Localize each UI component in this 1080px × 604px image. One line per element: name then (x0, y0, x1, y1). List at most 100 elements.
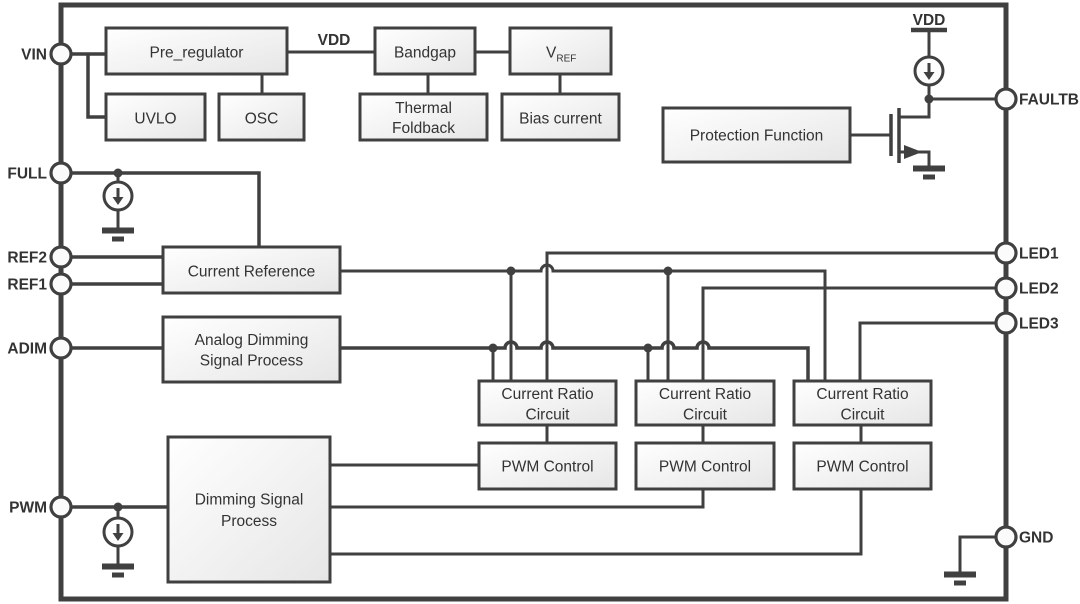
pin-label: FULL (7, 166, 47, 183)
pin-led2: LED2 (994, 276, 1059, 300)
block-label: Circuit (526, 407, 571, 424)
block-label: Foldback (392, 120, 455, 137)
block-label: Current Reference (188, 264, 316, 281)
vdd-wire-label: VDD (318, 32, 351, 49)
mosfet-arrow (904, 145, 922, 159)
block-label: PWM Control (816, 459, 908, 476)
pin-led1: LED1 (994, 241, 1059, 265)
pin-label: PWM (9, 500, 47, 517)
pin-label: VIN (21, 47, 47, 64)
block-current-ratio-2: Current Ratio Circuit (634, 379, 776, 427)
block-dimming-signal-process: Dimming Signal Process (166, 435, 332, 584)
block-label: Signal Process (200, 353, 304, 370)
block-label: VREF (546, 45, 576, 65)
pin-label: LED1 (1019, 246, 1059, 263)
wire-led1 (545, 251, 998, 383)
block-bias-current: Bias current (500, 92, 621, 142)
pin-circle (994, 241, 1018, 265)
pin-label: LED2 (1019, 281, 1059, 298)
junction-dot (113, 502, 123, 512)
junction-dot (113, 168, 123, 178)
junction-dots (113, 94, 934, 512)
block-label: Analog Dimming (195, 332, 309, 349)
ground-icon (944, 575, 976, 584)
wire-led2 (701, 286, 998, 383)
pin-label: FAULTB (1019, 92, 1079, 109)
wire-gnd-pin (958, 535, 998, 574)
block-pwm-control-2: PWM Control (634, 441, 776, 491)
pin-label: LED3 (1019, 316, 1059, 333)
block-label: Bandgap (394, 45, 456, 62)
pin-label: REF1 (7, 277, 47, 294)
pin-label: REF2 (7, 250, 47, 267)
vdd-rail-icon: VDD (911, 12, 947, 33)
block-thermal-foldback: Thermal Foldback (358, 92, 489, 142)
block-label: Dimming Signal (195, 492, 304, 509)
pin-pwm: PWM (9, 495, 73, 519)
junction-dot (488, 343, 498, 353)
block-label: OSC (245, 111, 279, 128)
block-pre-regulator: Pre_regulator (104, 26, 289, 76)
block-label: Circuit (841, 407, 886, 424)
ground-icon (102, 567, 134, 576)
pin-circle (994, 276, 1018, 300)
block-label: Bias current (519, 111, 602, 128)
current-source-icon (102, 516, 134, 548)
pin-ref2: REF2 (7, 245, 73, 269)
block-label: PWM Control (501, 459, 593, 476)
pin-label: ADIM (7, 341, 47, 358)
ground-icon (913, 169, 945, 178)
block-label: UVLO (134, 111, 176, 128)
block-label: Process (221, 513, 277, 530)
pin-circle (49, 245, 73, 269)
blocks: Pre_regulator UVLO OSC Bandgap VREF Ther… (104, 26, 933, 584)
block-osc: OSC (217, 92, 306, 142)
pin-circle (49, 336, 73, 360)
block-label: Pre_regulator (150, 45, 244, 62)
junction-dot (643, 343, 653, 353)
block-vref: VREF (508, 26, 613, 76)
block-current-ratio-1: Current Ratio Circuit (477, 379, 618, 427)
wire-dsp-out3 (328, 487, 863, 556)
current-source-icon (913, 55, 945, 87)
current-source-icon (102, 180, 134, 212)
block-label: Protection Function (690, 128, 824, 145)
block-label: Current Ratio (659, 386, 751, 403)
block-pwm-control-3: PWM Control (792, 441, 933, 491)
ground-icon (102, 231, 134, 240)
pin-circle (994, 525, 1018, 549)
pin-adim: ADIM (7, 336, 73, 360)
junction-dot (663, 266, 673, 276)
pin-gnd: GND (994, 525, 1053, 549)
vdd-rail-label: VDD (913, 12, 946, 29)
block-current-reference: Current Reference (161, 245, 342, 295)
wire-current-reference-out (338, 263, 827, 383)
block-pwm-control-1: PWM Control (477, 441, 618, 491)
junction-dot (924, 94, 934, 104)
pin-circle (49, 42, 73, 66)
block-current-ratio-3: Current Ratio Circuit (792, 379, 933, 427)
block-label: Current Ratio (816, 386, 908, 403)
wire-adim-out (338, 340, 810, 383)
pin-led3: LED3 (994, 311, 1059, 335)
block-protection-function: Protection Function (661, 106, 852, 164)
wire-mosfet-drain (897, 97, 931, 119)
block-uvlo: UVLO (104, 92, 207, 142)
wire-dsp-out2 (328, 487, 705, 509)
pin-faultb: FAULTB (994, 87, 1079, 111)
block-label: Current Ratio (501, 386, 593, 403)
block-label: Thermal (395, 100, 452, 117)
pin-circle (994, 311, 1018, 335)
mosfet-icon (889, 108, 922, 163)
wire-led3 (858, 321, 998, 383)
pins: VIN FULL REF2 REF1 ADIM PWM FAULTB LED1 (7, 42, 1079, 549)
wire-full-input (69, 171, 261, 249)
block-analog-dimming: Analog Dimming Signal Process (161, 315, 342, 384)
wires (69, 29, 998, 574)
block-label: PWM Control (659, 459, 751, 476)
wire-vin-input (69, 52, 108, 119)
block-label: Circuit (683, 407, 728, 424)
block-bandgap: Bandgap (373, 26, 477, 76)
